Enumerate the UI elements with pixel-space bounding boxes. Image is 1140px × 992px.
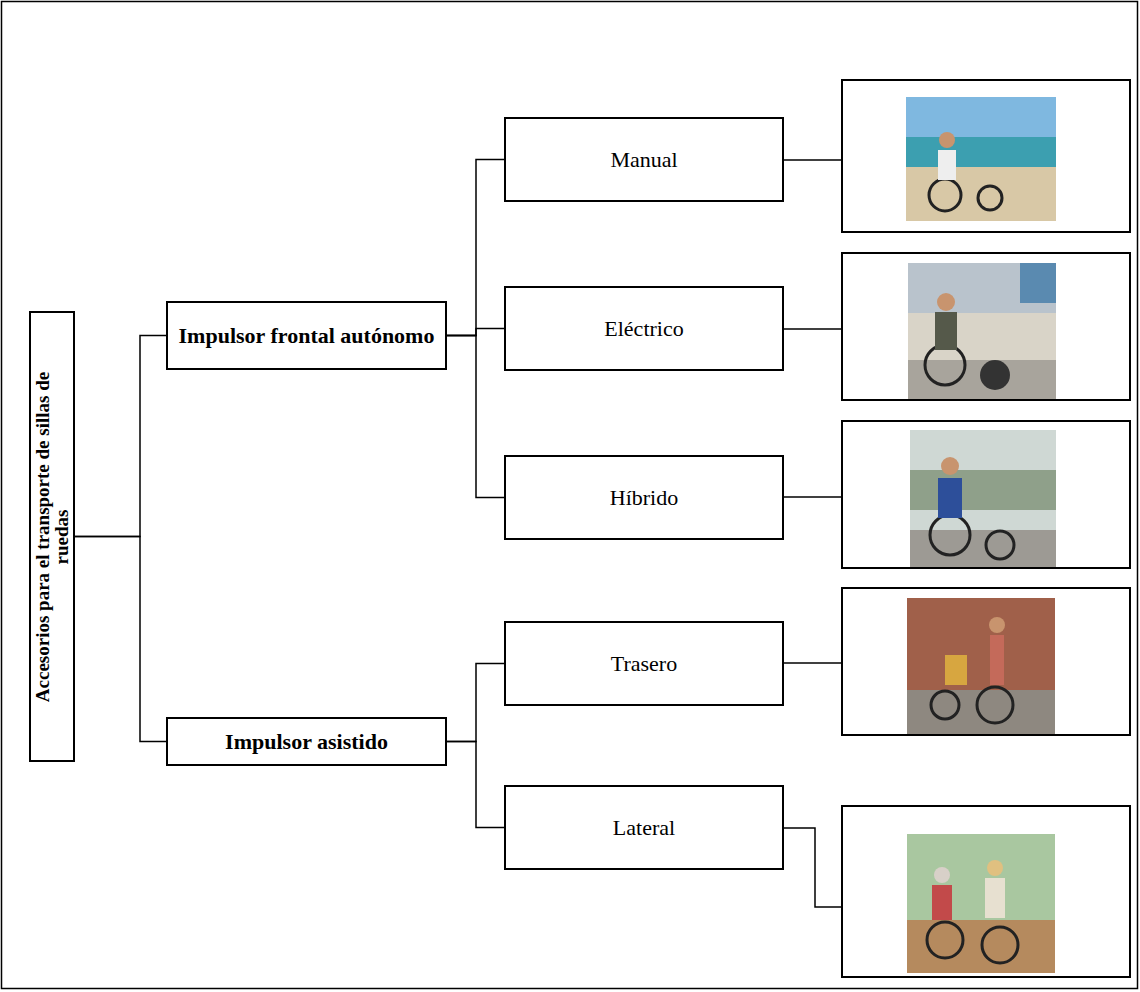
box-label: Impulsor frontal autónomo — [179, 323, 435, 348]
photo-street — [907, 690, 1055, 734]
rider — [932, 885, 952, 920]
rider-head — [987, 860, 1003, 876]
photo-background — [908, 263, 1056, 399]
wheel — [980, 360, 1010, 390]
type-box: Eléctrico — [504, 286, 784, 371]
tree-connector — [447, 329, 504, 336]
helper-head — [989, 617, 1005, 633]
photo-inset — [1020, 263, 1056, 303]
photo-brick — [907, 598, 1055, 734]
picture-frame — [842, 806, 1130, 977]
photo-ground — [910, 530, 1056, 567]
photo-sky — [906, 97, 1056, 137]
wheel — [929, 179, 961, 211]
tree-connector — [75, 537, 167, 742]
photo-hills — [910, 470, 1056, 510]
tree-connector — [447, 664, 504, 742]
helper — [990, 635, 1004, 685]
photo-deck — [907, 920, 1055, 973]
rider-head — [939, 132, 955, 148]
category-box: Impulsor asistido — [166, 717, 447, 766]
wheel — [977, 687, 1013, 723]
picture-frame — [842, 588, 1130, 735]
wheel — [978, 186, 1002, 210]
tree-connector — [447, 336, 504, 498]
box-label: Trasero — [611, 651, 677, 676]
rider-head — [934, 867, 950, 883]
tree-connector — [75, 336, 167, 537]
picture-leader — [784, 159, 842, 161]
rider-head — [941, 457, 959, 475]
wheel — [931, 691, 959, 719]
picture-leader — [784, 496, 842, 498]
wheel — [986, 531, 1014, 559]
photo-sea — [906, 137, 1056, 167]
box-label: Impulsor asistido — [225, 729, 388, 754]
box-label: Híbrido — [610, 485, 678, 510]
photo-sand — [906, 167, 1056, 221]
picture-leader — [784, 662, 842, 664]
rider — [935, 312, 957, 350]
picture-frame — [842, 80, 1130, 232]
type-box: Trasero — [504, 621, 784, 706]
photo-building — [908, 263, 1056, 313]
tree-connector — [447, 742, 504, 828]
type-box: Híbrido — [504, 455, 784, 540]
picture-frame — [842, 421, 1130, 568]
wheel — [927, 922, 963, 958]
type-box: Lateral — [504, 785, 784, 870]
wheel — [930, 515, 970, 555]
picture-leader — [784, 828, 842, 907]
root-box: Accesorios para el transporte de sillas … — [29, 311, 75, 762]
box-label: Eléctrico — [604, 316, 683, 341]
picture-frame — [842, 253, 1130, 400]
rider — [985, 878, 1005, 918]
rider — [938, 478, 962, 518]
type-box: Manual — [504, 117, 784, 202]
photo-background — [910, 430, 1056, 567]
category-box: Impulsor frontal autónomo — [166, 301, 447, 370]
tree-connector — [447, 160, 504, 336]
seat — [945, 655, 967, 685]
box-label: Manual — [610, 147, 677, 172]
wheel — [925, 345, 965, 385]
box-label: Lateral — [613, 815, 675, 840]
wheel — [982, 927, 1018, 963]
root-label: Accesorios para el transporte de sillas … — [33, 357, 71, 717]
rider-head — [937, 293, 955, 311]
photo-background — [907, 834, 1055, 973]
rider — [938, 150, 956, 180]
picture-leader — [784, 328, 842, 330]
